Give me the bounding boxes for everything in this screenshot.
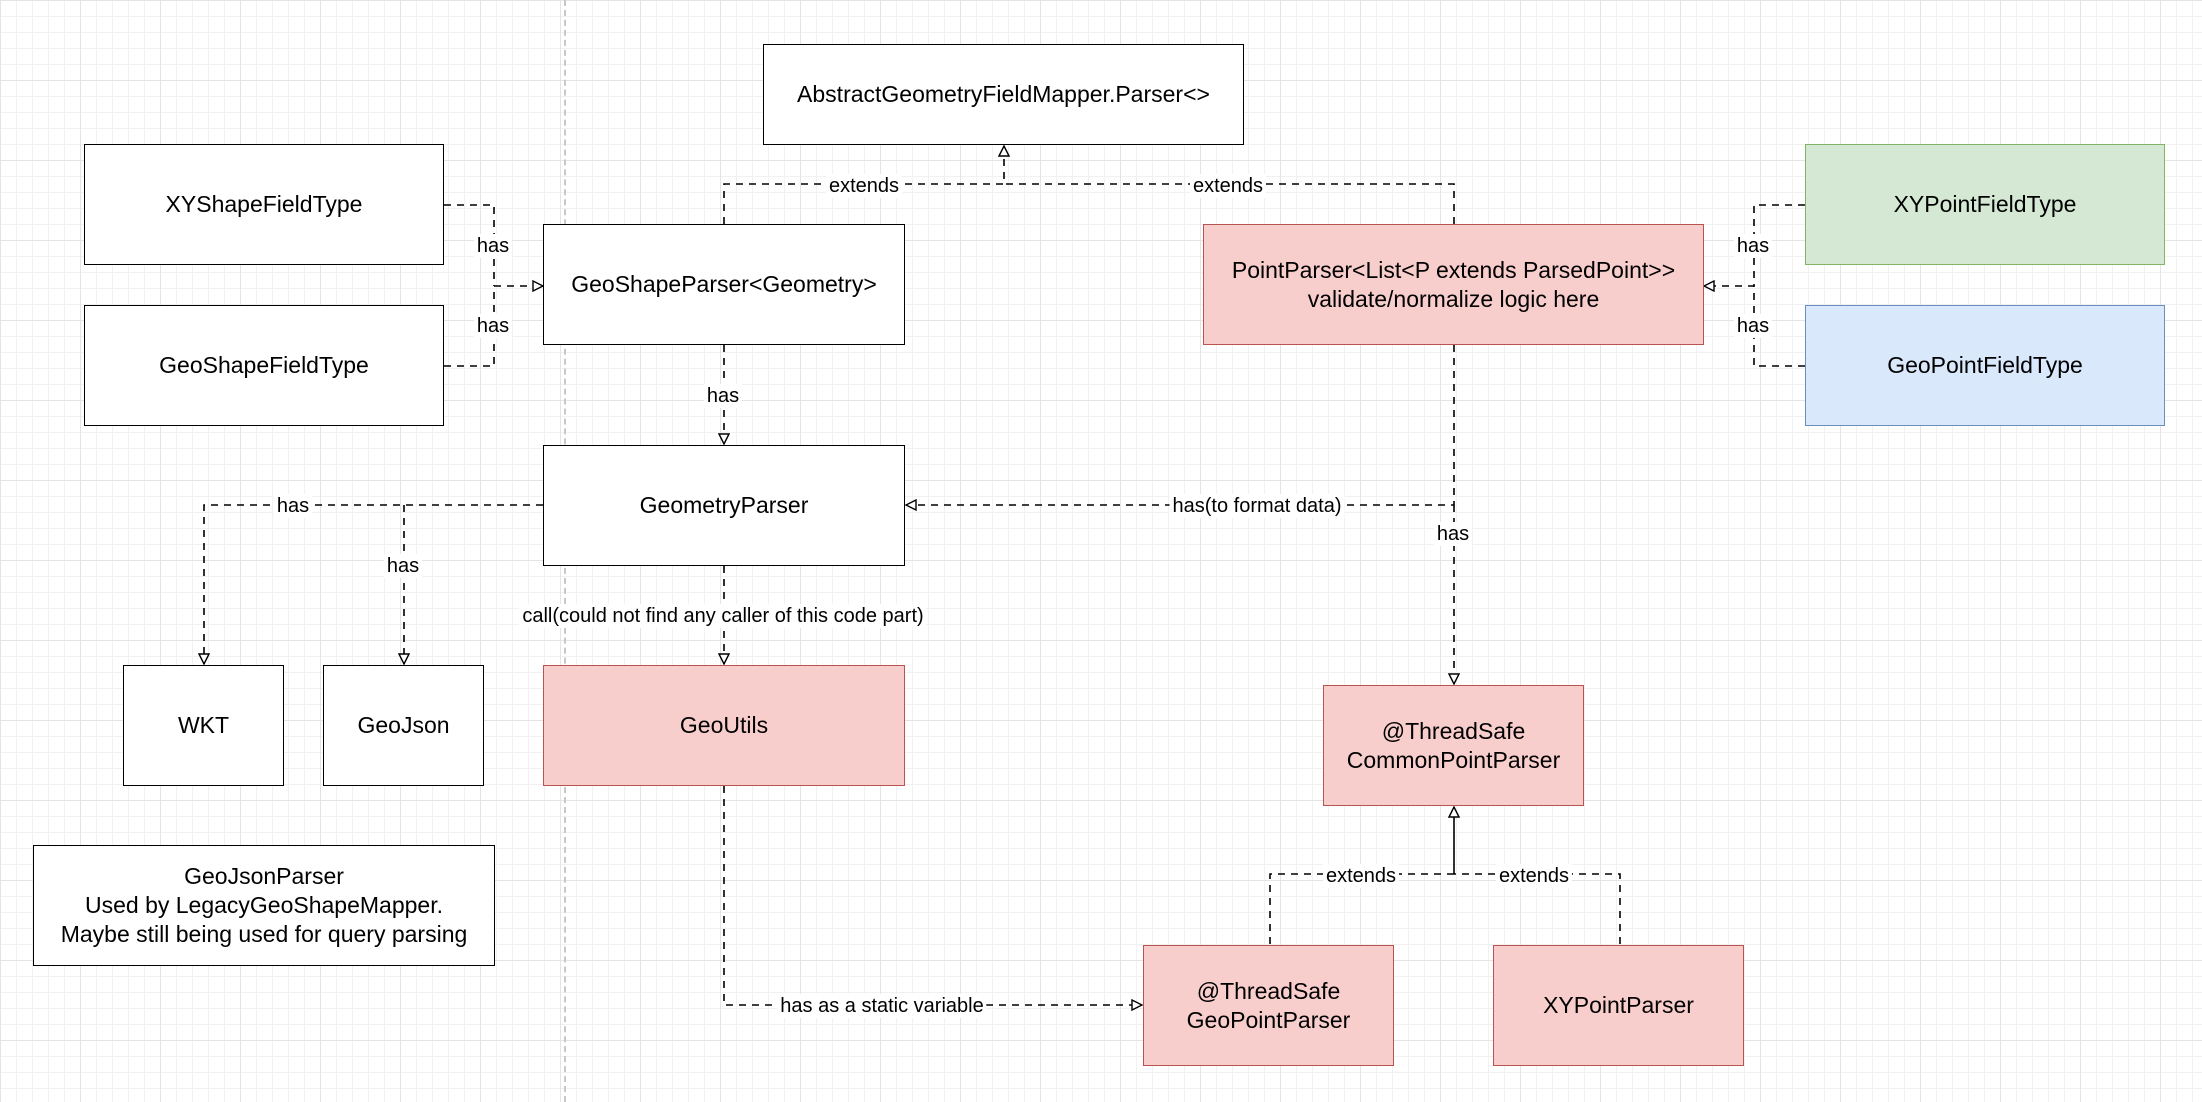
geo-point-field-type-box[interactable]: GeoPointFieldType [1805,305,2165,426]
edge-label-has-common-point-parser: has [1433,522,1473,546]
edge-label-extends-right: extends [1189,174,1267,198]
edge-xy-point-parser-extends [1454,873,1621,944]
xy-point-field-type-box[interactable]: XYPointFieldType [1805,144,2165,265]
edge-label-call-geo-utils: call(could not find any caller of this c… [519,604,927,628]
node-label: @ThreadSafe GeoPointParser [1186,977,1351,1033]
node-label: XYPointFieldType [1893,191,2077,217]
node-label: XYPointParser [1543,992,1694,1018]
node-label: XYShapeFieldType [165,191,363,217]
edge-label-has-geo-point: has [1733,314,1773,338]
geo-utils-box[interactable]: GeoUtils [543,665,905,786]
node-label: GeoShapeFieldType [159,352,369,378]
geo-shape-parser-box[interactable]: GeoShapeParser<Geometry> [543,224,905,345]
edge-label-has-geometry-parser: has [703,384,743,408]
abstract-geometry-field-mapper-parser-box[interactable]: AbstractGeometryFieldMapper.Parser<> [763,44,1244,145]
edge-label-has-xy-point: has [1733,234,1773,258]
edge-geo-point-parser-extends [1269,873,1454,944]
node-label: AbstractGeometryFieldMapper.Parser<> [797,81,1210,107]
node-label: @ThreadSafe CommonPointParser [1346,717,1561,773]
node-label: GeoShapeParser<Geometry> [571,271,877,297]
common-point-parser-box[interactable]: @ThreadSafe CommonPointParser [1323,685,1584,806]
edge-has-static-variable [723,786,1142,1005]
node-label: GeometryParser [639,492,809,518]
edge-label-has-static-variable: has as a static variable [777,994,987,1018]
node-label: GeoJsonParser Used by LegacyGeoShapeMapp… [60,863,468,947]
geometry-parser-box[interactable]: GeometryParser [543,445,905,566]
edge-label-has-to-format-data: has(to format data) [1169,494,1345,518]
node-label: GeoJson [357,712,450,738]
geo-shape-field-type-box[interactable]: GeoShapeFieldType [84,305,444,426]
edge-label-has-wkt: has [273,494,313,518]
xy-point-parser-box[interactable]: XYPointParser [1493,945,1744,1066]
edge-label-has-xy-shape: has [473,234,513,258]
geo-point-parser-box[interactable]: @ThreadSafe GeoPointParser [1143,945,1394,1066]
edge-point-parser-extends [1004,183,1455,224]
point-parser-box[interactable]: PointParser<List<P extends ParsedPoint>>… [1203,224,1704,345]
node-label: WKT [177,712,230,738]
edge-label-extends-left: extends [825,174,903,198]
node-label: GeoPointFieldType [1887,352,2083,378]
wkt-box[interactable]: WKT [123,665,284,786]
edge-label-has-geo-shape: has [473,314,513,338]
edge-xy-point-has [1753,204,1805,286]
node-label: PointParser<List<P extends ParsedPoint>>… [1231,256,1676,312]
geojson-parser-note-box[interactable]: GeoJsonParser Used by LegacyGeoShapeMapp… [33,845,495,966]
geojson-box[interactable]: GeoJson [323,665,484,786]
edge-geo-shape-parser-extends [723,146,1004,224]
edge-wkt-has [204,504,543,664]
edge-label-has-geojson: has [383,554,423,578]
node-label: GeoUtils [679,712,769,738]
xy-shape-field-type-box[interactable]: XYShapeFieldType [84,144,444,265]
edge-label-extends-xy-point-parser: extends [1495,864,1573,888]
edge-xy-shape-has [444,204,495,286]
edge-has-to-format-data [906,345,1455,505]
edge-label-extends-geo-point-parser: extends [1322,864,1400,888]
